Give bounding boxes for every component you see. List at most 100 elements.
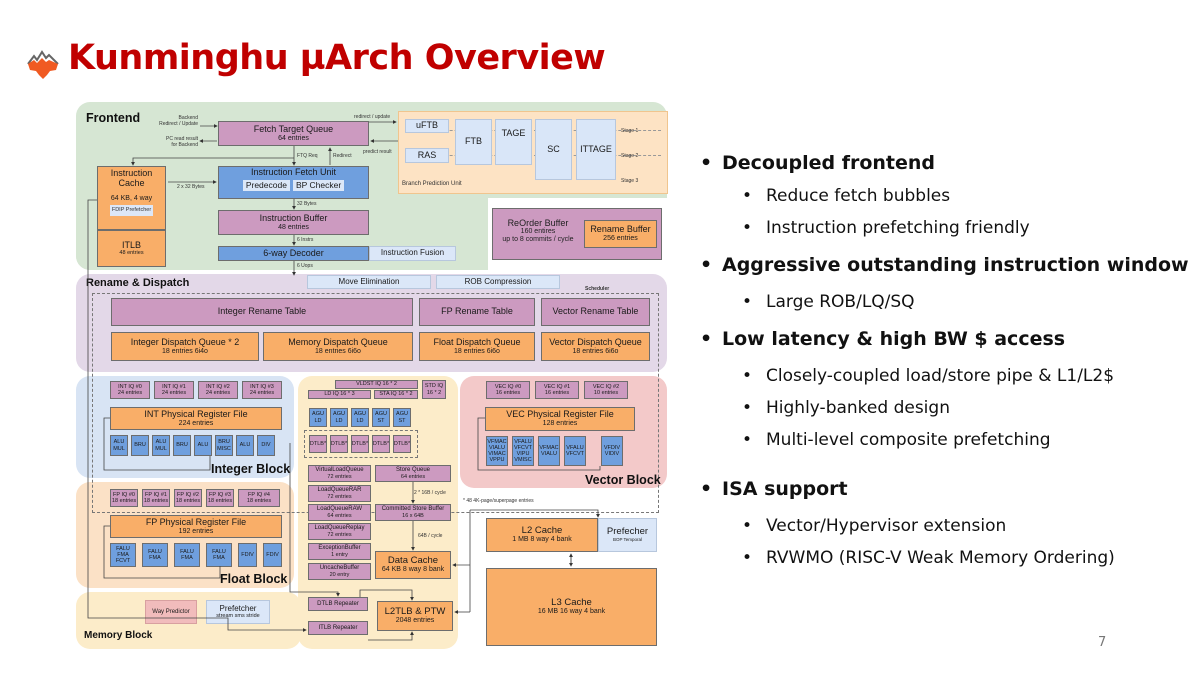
ftq-req-label: FTQ Req	[297, 153, 318, 159]
agu-0: AGU LD	[309, 408, 327, 427]
icache-name: Instruction Cache	[110, 168, 153, 188]
exc-buf-name: ExceptionBuffer	[318, 545, 361, 552]
l2tlb-name: L2TLB & PTW	[384, 605, 446, 617]
int-unit-label: DIV	[261, 442, 271, 449]
ibuffer-output-label: 6 Instrs	[297, 237, 314, 243]
mountain-maple-logo-icon	[27, 50, 59, 79]
sbuffer-bandwidth-label: 64B / cycle	[418, 533, 443, 539]
agu-label: AGU ST	[396, 411, 408, 424]
decoder-name: 6-way Decoder	[263, 247, 324, 258]
fp-rat-label: FP Rename Table	[441, 306, 513, 317]
agu-label: AGU LD	[354, 411, 366, 424]
ras-predictor: RAS	[405, 148, 449, 163]
sq-detail: 64 entries	[400, 473, 426, 480]
rob-commit-rate: up to 8 commits / cycle	[502, 236, 574, 244]
fetch-target-queue: Fetch Target Queue 64 entries	[218, 121, 369, 146]
bullet-dot-icon: •	[700, 478, 713, 500]
bullet-dot-icon: •	[700, 254, 713, 276]
int-dq-detail: 18 entries 6i4o	[162, 347, 208, 355]
predict-result-label: predict result	[363, 149, 392, 155]
fp-iq-detail: 18 entries	[246, 498, 272, 504]
vec-unit-label: VFMAC VIALU VIMAC VPPU	[487, 438, 507, 464]
fp-unit-label: FALU FMA	[212, 548, 226, 561]
vec-exec-unit-0: VFMAC VIALU VIMAC VPPU	[486, 436, 508, 466]
ld-iq-label: LD IQ 16 * 3	[324, 391, 355, 398]
l2-detail: 1 MB 8 way 4 bank	[512, 536, 572, 544]
bullet-item: •Decoupled frontend	[700, 152, 935, 174]
fp-physical-register-file: FP Physical Register File 192 entries	[110, 515, 282, 538]
itlb-detail: 48 entries	[119, 250, 144, 257]
predecode-unit: Predecode	[242, 179, 290, 192]
way-predictor: Way Predictor	[145, 600, 197, 624]
load-queue-rar: LoadQueueRAR 72 entries	[308, 485, 371, 502]
dtlb-4: DTLB*	[393, 435, 411, 453]
l2tlb-ptw: L2TLB & PTW 2048 entries	[377, 601, 453, 631]
ittage-label: ITTAGE	[580, 143, 612, 154]
fp-exec-unit-0: FALU FMA FCVT	[110, 543, 136, 567]
vec-dq-name: Vector Dispatch Queue	[549, 336, 642, 347]
bullet-text: Vector/Hypervisor extension	[766, 516, 1007, 536]
float-block-label: Float Block	[220, 572, 288, 586]
vec-iq-detail: 16 entries	[495, 390, 521, 396]
l2-name: L2 Cache	[521, 524, 563, 536]
fp-unit-label: FALU FMA	[148, 548, 162, 561]
icache-detail: 64 KB, 4 way	[110, 194, 153, 202]
bullet-text: Multi-level composite prefetching	[766, 430, 1051, 450]
vec-exec-unit-4: VFDIV VIDIV	[601, 436, 623, 466]
exception-buffer: ExceptionBuffer 1 entry	[308, 543, 371, 560]
dtlb-label: DTLB*	[393, 440, 411, 447]
sub-bullet-item: •Instruction prefetching friendly	[742, 218, 1030, 238]
stage1-divider	[405, 130, 661, 131]
microarchitecture-diagram: Frontend Backend Redirect / Update PC re…	[76, 102, 668, 649]
int-exec-unit-7: DIV	[257, 435, 275, 456]
ittage-predictor: ITTAGE	[576, 119, 616, 180]
l3-name: L3 Cache	[551, 596, 592, 608]
agu-3: AGU ST	[372, 408, 390, 427]
std-issue-queue: STD IQ 16 * 2	[422, 380, 446, 399]
int-rat-label: Integer Rename Table	[217, 306, 307, 317]
stage2-divider	[405, 155, 661, 156]
int-unit-label: ALU	[239, 442, 251, 449]
dtlb-repeater: DTLB Repeater	[308, 597, 368, 611]
fp-dq-name: Float Dispatch Queue	[433, 336, 521, 347]
bullet-dot-icon: •	[742, 516, 753, 536]
integer-dispatch-queue: Integer Dispatch Queue * 2 18 entries 6i…	[111, 332, 259, 361]
bullet-text: Instruction prefetching friendly	[766, 218, 1030, 238]
bullet-item: •Low latency & high BW $ access	[700, 328, 1065, 350]
int-iq-detail: 24 entries	[205, 390, 231, 396]
l2-prefetcher: Prefecher BOP Temporal	[598, 518, 657, 552]
std-iq-label: STD IQ 16 * 2	[424, 383, 444, 396]
uncache-buf-detail: 20 entry	[329, 571, 350, 578]
sub-bullet-item: •Reduce fetch bubbles	[742, 186, 950, 206]
agu-label: AGU LD	[333, 411, 345, 424]
l3-cache: L3 Cache 16 MB 16 way 4 bank	[486, 568, 657, 646]
load-queue-replay: LoadQueueReplay 72 entries	[308, 523, 371, 540]
stage-1-label: Stage 1	[621, 128, 639, 134]
tage-predictor: TAGE	[495, 119, 532, 165]
fp-exec-unit-5: FDIV	[263, 543, 282, 567]
int-physical-register-file: INT Physical Register File 224 entries	[110, 407, 282, 430]
vec-unit-label: VFMAC VIALU	[539, 444, 559, 457]
instruction-cache: Instruction Cache 64 KB, 4 way FDIP Pref…	[97, 166, 166, 230]
dcache-name: Data Cache	[387, 554, 439, 566]
rename-dispatch-label: Rename & Dispatch	[86, 277, 190, 289]
vector-dispatch-queue: Vector Dispatch Queue 18 entries 6i6o	[541, 332, 650, 361]
agu-4: AGU ST	[393, 408, 411, 427]
agu-2: AGU LD	[351, 408, 369, 427]
int-exec-unit-0: ALU MUL	[110, 435, 128, 456]
lq-rar-name: LoadQueueRAR	[317, 487, 362, 494]
vec-iq-detail: 16 entries	[544, 390, 570, 396]
sub-bullet-item: •Large ROB/LQ/SQ	[742, 292, 915, 312]
bullet-dot-icon: •	[742, 366, 753, 386]
instruction-fetch-unit: Instruction Fetch Unit Predecode BP Chec…	[218, 166, 369, 199]
int-iq-detail: 24 entries	[161, 390, 187, 396]
uftb-label: uFTB	[415, 120, 438, 131]
uncache-buffer: UncacheBuffer 20 entry	[308, 563, 371, 580]
agu-label: AGU LD	[312, 411, 324, 424]
dtlb-label: DTLB*	[330, 440, 348, 447]
redirect-update-label: redirect / update	[354, 114, 391, 120]
bullet-text: RVWMO (RISC-V Weak Memory Ordering)	[766, 548, 1115, 568]
